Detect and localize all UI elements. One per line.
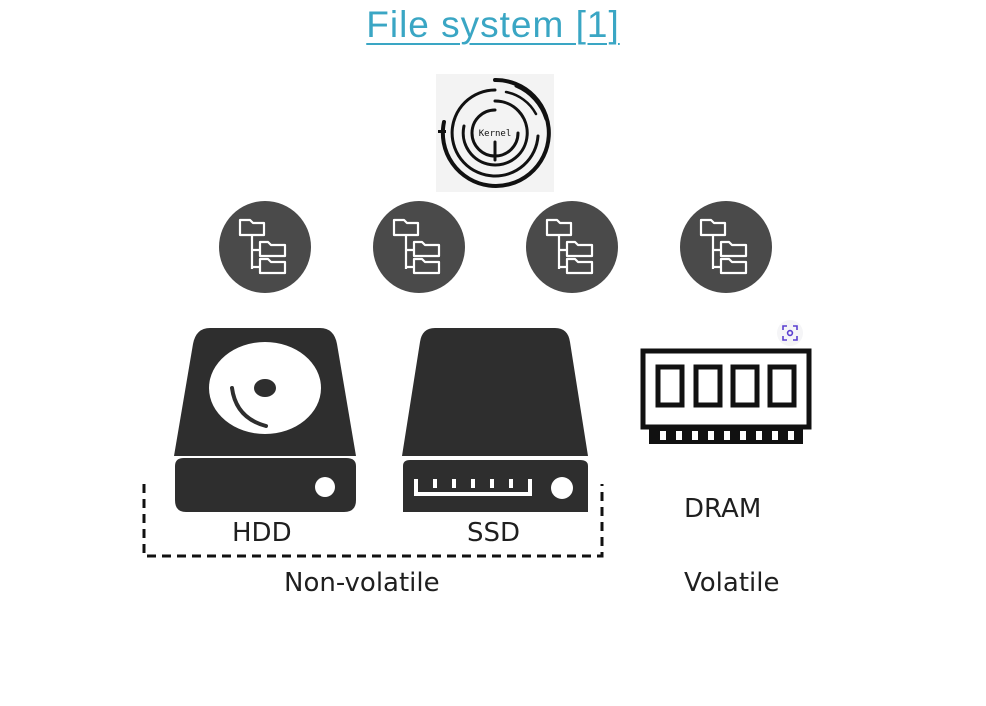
folder-tree-icon bbox=[219, 201, 311, 293]
kernel-icon: Kernel bbox=[436, 74, 554, 192]
folder-tree-icon bbox=[373, 201, 465, 293]
ram-icon bbox=[640, 348, 812, 444]
non-volatile-bracket bbox=[142, 484, 604, 558]
dram-label: DRAM bbox=[684, 494, 762, 524]
non-volatile-label: Non-volatile bbox=[284, 568, 440, 598]
folder-tree-icon bbox=[526, 201, 618, 293]
volatile-label: Volatile bbox=[684, 568, 780, 598]
focus-icon[interactable] bbox=[776, 319, 804, 347]
hdd-label: HDD bbox=[232, 518, 292, 548]
kernel-label: Kernel bbox=[479, 129, 512, 139]
page-title[interactable]: File system [1] bbox=[366, 4, 620, 45]
hdd-icon bbox=[174, 328, 356, 512]
folder-tree-icon bbox=[680, 201, 772, 293]
ssd-icon bbox=[402, 328, 588, 512]
ssd-label: SSD bbox=[467, 518, 521, 548]
